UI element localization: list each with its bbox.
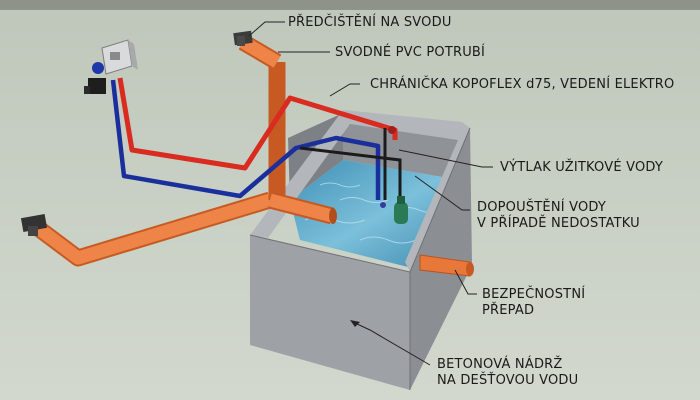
- top-shadow-band: [0, 0, 700, 10]
- water-pressure-line: [110, 79, 381, 200]
- label-tank: BETONOVÁ NÁDRŽ NA DEŠŤOVOU VODU: [437, 357, 579, 388]
- filter-head-icon: [20, 214, 48, 236]
- pump-icon: [380, 126, 408, 224]
- label-overflow: BEZPEČNOSTNÍ PŘEPAD: [482, 287, 586, 318]
- overflow-pipe: [419, 254, 474, 277]
- discharge-line: [299, 146, 402, 205]
- label-pressure-line: VÝTLAK UŽITKOVÉ VODY: [500, 160, 664, 175]
- label-pre-filtration: PŘEDČIŠTĚNÍ NA SVODU: [288, 15, 452, 30]
- filter-head-icon: [233, 30, 253, 46]
- leader-lines: [248, 21, 493, 366]
- control-box-icon: [84, 39, 138, 94]
- arrow-head: [350, 320, 360, 327]
- label-conduit: CHRÁNIČKA KOPOFLEX d75, VEDENÍ ELEKTRO: [370, 77, 675, 92]
- label-topup: DOPOUŠTĚNÍ VODY V PŘÍPADĚ NEDOSTATKU: [477, 200, 640, 231]
- downpipe-system: [32, 34, 337, 267]
- label-downpipe: SVODNÉ PVC POTRUBÍ: [335, 45, 486, 60]
